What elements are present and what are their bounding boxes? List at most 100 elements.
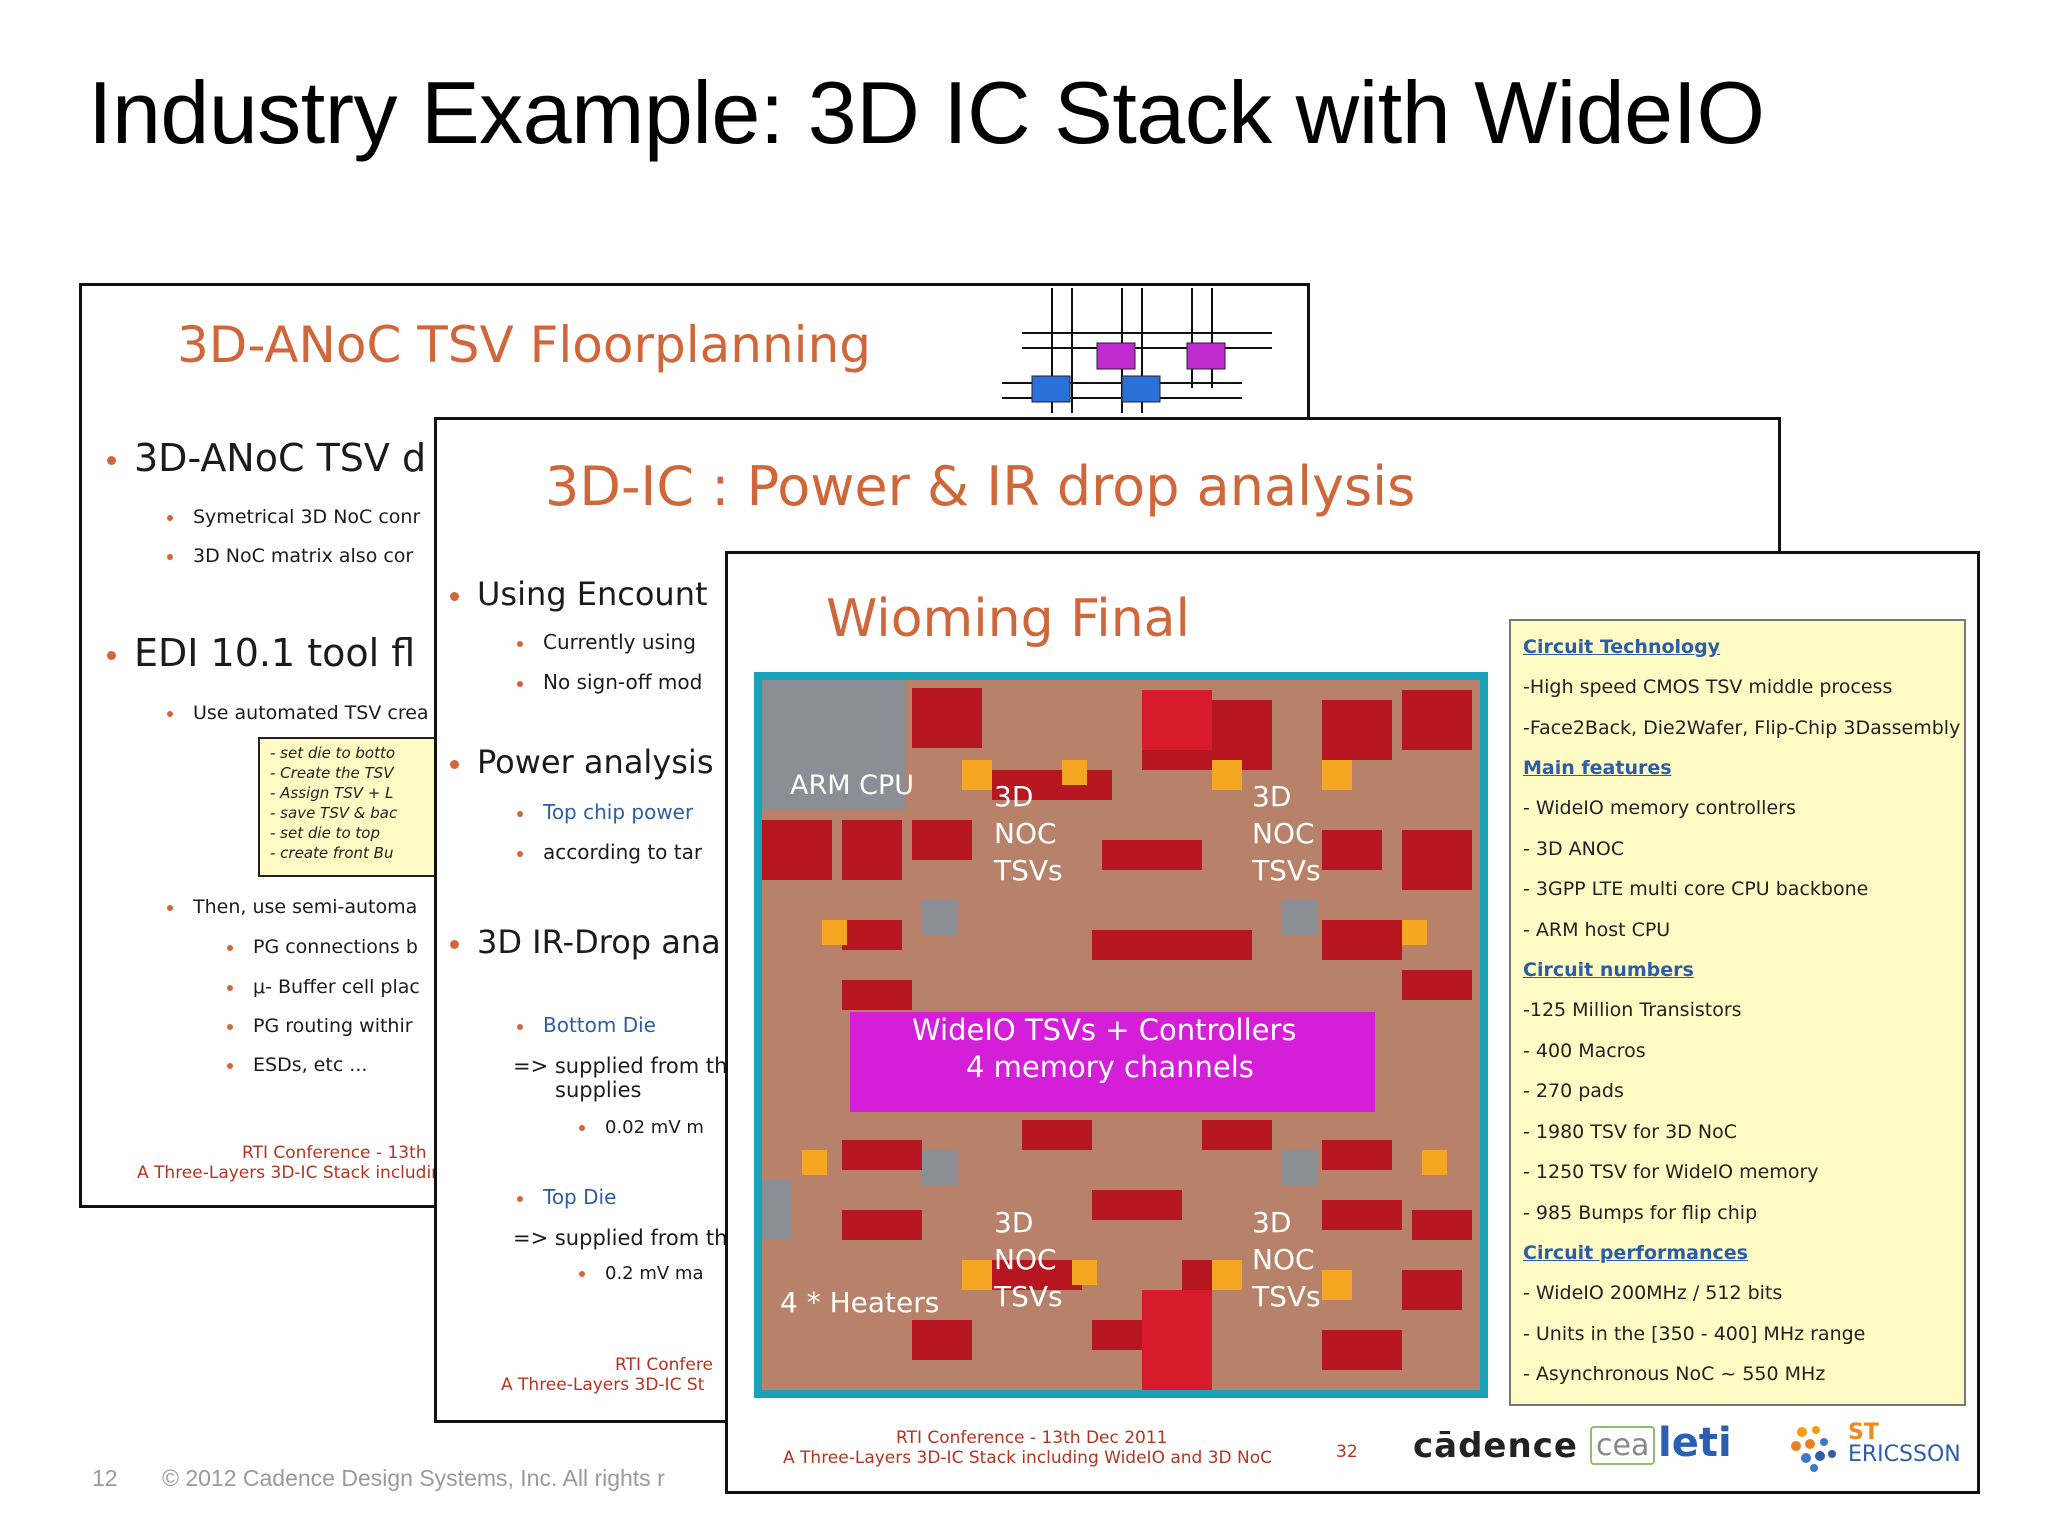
slide1-subbullet-text: Then, use semi-automa — [193, 896, 418, 918]
chip-macro-block — [1212, 700, 1272, 770]
chip-macro-block — [1092, 1190, 1182, 1220]
chip-macro-block — [1202, 1120, 1272, 1150]
spec-heading: Circuit numbers — [1523, 959, 1694, 981]
slide1-subsubbullet-text: ESDs, etc ... — [253, 1054, 368, 1076]
noc-line: TSVs — [1252, 854, 1321, 887]
chip-macro-block — [1402, 1270, 1462, 1310]
leti-logo: leti — [1658, 1420, 1732, 1466]
bullet-dot — [167, 514, 173, 521]
chip-macro-block — [842, 980, 912, 1010]
slide2-subsubbullet: 0.02 mV m — [579, 1117, 704, 1138]
slide2-bullet-text: 3D IR-Drop ana — [477, 923, 721, 961]
chip-macro-block — [1092, 930, 1192, 960]
spec-item: -High speed CMOS TSV middle process — [1523, 676, 1893, 698]
chip-macro-block — [1402, 830, 1472, 890]
noc-line: NOC — [1252, 817, 1315, 850]
chip-macro-block — [1322, 1140, 1392, 1170]
slide1-bullet-text: 3D-ANoC TSV d — [134, 436, 427, 480]
slide1-subbullet-text: 3D NoC matrix also cor — [193, 545, 414, 567]
chip-macro-block — [912, 820, 972, 860]
chip-macro-block — [1402, 920, 1427, 945]
spec-item: - 3D ANOC — [1523, 837, 1625, 860]
bullet-dot — [517, 810, 523, 817]
copyright-text: © 2012 Cadence Design Systems, Inc. All … — [162, 1465, 665, 1491]
code-box: - set die to botto - Create the TSV - As… — [258, 737, 458, 877]
supplied-text: => supplied from th — [513, 1226, 728, 1250]
slide2-bullet: Using Encount — [450, 575, 708, 613]
bullet-dot — [167, 553, 173, 560]
chip-macro-block — [1212, 1260, 1242, 1290]
chip-macro-block — [1142, 1290, 1212, 1390]
code-line: - Create the TSV — [270, 764, 394, 782]
slide1-subsubbullet: μ- Buffer cell plac — [227, 976, 420, 998]
slide1-subsubbullet: PG routing withir — [227, 1015, 413, 1037]
spec-item: -125 Million Transistors — [1523, 999, 1742, 1021]
bottom-die-label: Bottom Die — [543, 1013, 656, 1037]
ericsson-logo: ERICSSON — [1848, 1442, 1961, 1467]
bullet-dot — [227, 1023, 233, 1030]
slide1-subsubbullet-text: PG routing withir — [253, 1015, 413, 1037]
bullet-dot — [227, 944, 233, 951]
noc-line: TSVs — [1252, 1280, 1321, 1313]
chip-macro-block — [1322, 1270, 1352, 1300]
slide3-footer-line1: RTI Conference - 13th Dec 2011 — [896, 1428, 1168, 1448]
slide2-subsubbullet: 0.2 mV ma — [579, 1263, 703, 1284]
arm-cpu-block — [762, 680, 906, 810]
slide2-subbullet-text: Currently using — [543, 630, 696, 654]
noc-grid-icon — [1002, 288, 1272, 413]
bullet-dot — [450, 591, 459, 601]
chip-macro-block — [762, 820, 832, 880]
bullet-dot — [517, 640, 523, 647]
chip-macro-block — [1322, 760, 1352, 790]
slide2-subbullet: No sign-off mod — [517, 670, 702, 694]
bullet-dot — [227, 984, 233, 991]
slide2-subbullet: according to tar — [517, 840, 702, 864]
spec-item: - 270 pads — [1523, 1080, 1624, 1102]
chip-macro-block — [1282, 1150, 1317, 1185]
chip-macro-block — [1322, 700, 1392, 760]
chip-macro-block — [912, 688, 982, 748]
slide1-subbullet: Use automated TSV crea — [167, 702, 429, 724]
chip-macro-block — [1422, 1150, 1447, 1175]
chip-macro-block — [1062, 760, 1087, 785]
spec-item: - 1250 TSV for WideIO memory — [1523, 1161, 1819, 1183]
bullet-dot — [517, 1195, 523, 1202]
slide-title: Industry Example: 3D IC Stack with WideI… — [88, 63, 1765, 162]
spec-heading: Circuit performances — [1523, 1242, 1748, 1264]
slide2-subbullet: Bottom Die — [517, 1013, 656, 1037]
chip-macro-block — [1282, 900, 1317, 935]
chip-macro-block — [802, 1150, 827, 1175]
supplied-text: supplies — [555, 1078, 642, 1102]
noc-line: NOC — [1252, 1243, 1315, 1276]
cadence-logo: cādence — [1413, 1426, 1578, 1466]
slide2-title: 3D-IC : Power & IR drop analysis — [545, 455, 1416, 518]
noc-line: TSVs — [994, 854, 1063, 887]
slide1-title: 3D-ANoC TSV Floorplanning — [177, 316, 871, 374]
chip-macro-block — [1192, 930, 1252, 960]
top-die-label: Top Die — [543, 1185, 617, 1209]
code-line: - set die to botto — [270, 744, 396, 762]
slide2-bullet: Power analysis — [450, 743, 713, 781]
heaters-label: 4 * Heaters — [780, 1286, 940, 1319]
spec-item: - 400 Macros — [1523, 1039, 1646, 1062]
spec-item: -Face2Back, Die2Wafer, Flip-Chip 3Dassem… — [1523, 716, 1961, 739]
memory-channels-label: 4 memory channels — [966, 1050, 1254, 1084]
chip-macro-block — [982, 1260, 1082, 1290]
slide2-bullet: 3D IR-Drop ana — [450, 923, 721, 961]
chip-macro-block — [912, 1320, 972, 1360]
bullet-dot — [579, 1125, 585, 1131]
bullet-dot — [450, 939, 459, 949]
chip-macro-block — [1322, 1330, 1402, 1370]
chip-macro-block — [1322, 830, 1382, 870]
chip-macro-block — [842, 920, 902, 950]
ericsson-dots-icon — [1791, 1426, 1836, 1472]
bullet-dot — [450, 759, 459, 769]
arm-cpu-label: ARM CPU — [790, 770, 915, 801]
slide3-page-number: 32 — [1336, 1442, 1358, 1462]
bullet-dot — [167, 710, 173, 717]
cea-logo: cea — [1590, 1426, 1656, 1465]
chip-macro-block — [1072, 1260, 1097, 1285]
chip-macro-block — [842, 820, 902, 880]
slide3-footer-line2: A Three-Layers 3D-IC Stack including Wid… — [783, 1448, 1273, 1468]
